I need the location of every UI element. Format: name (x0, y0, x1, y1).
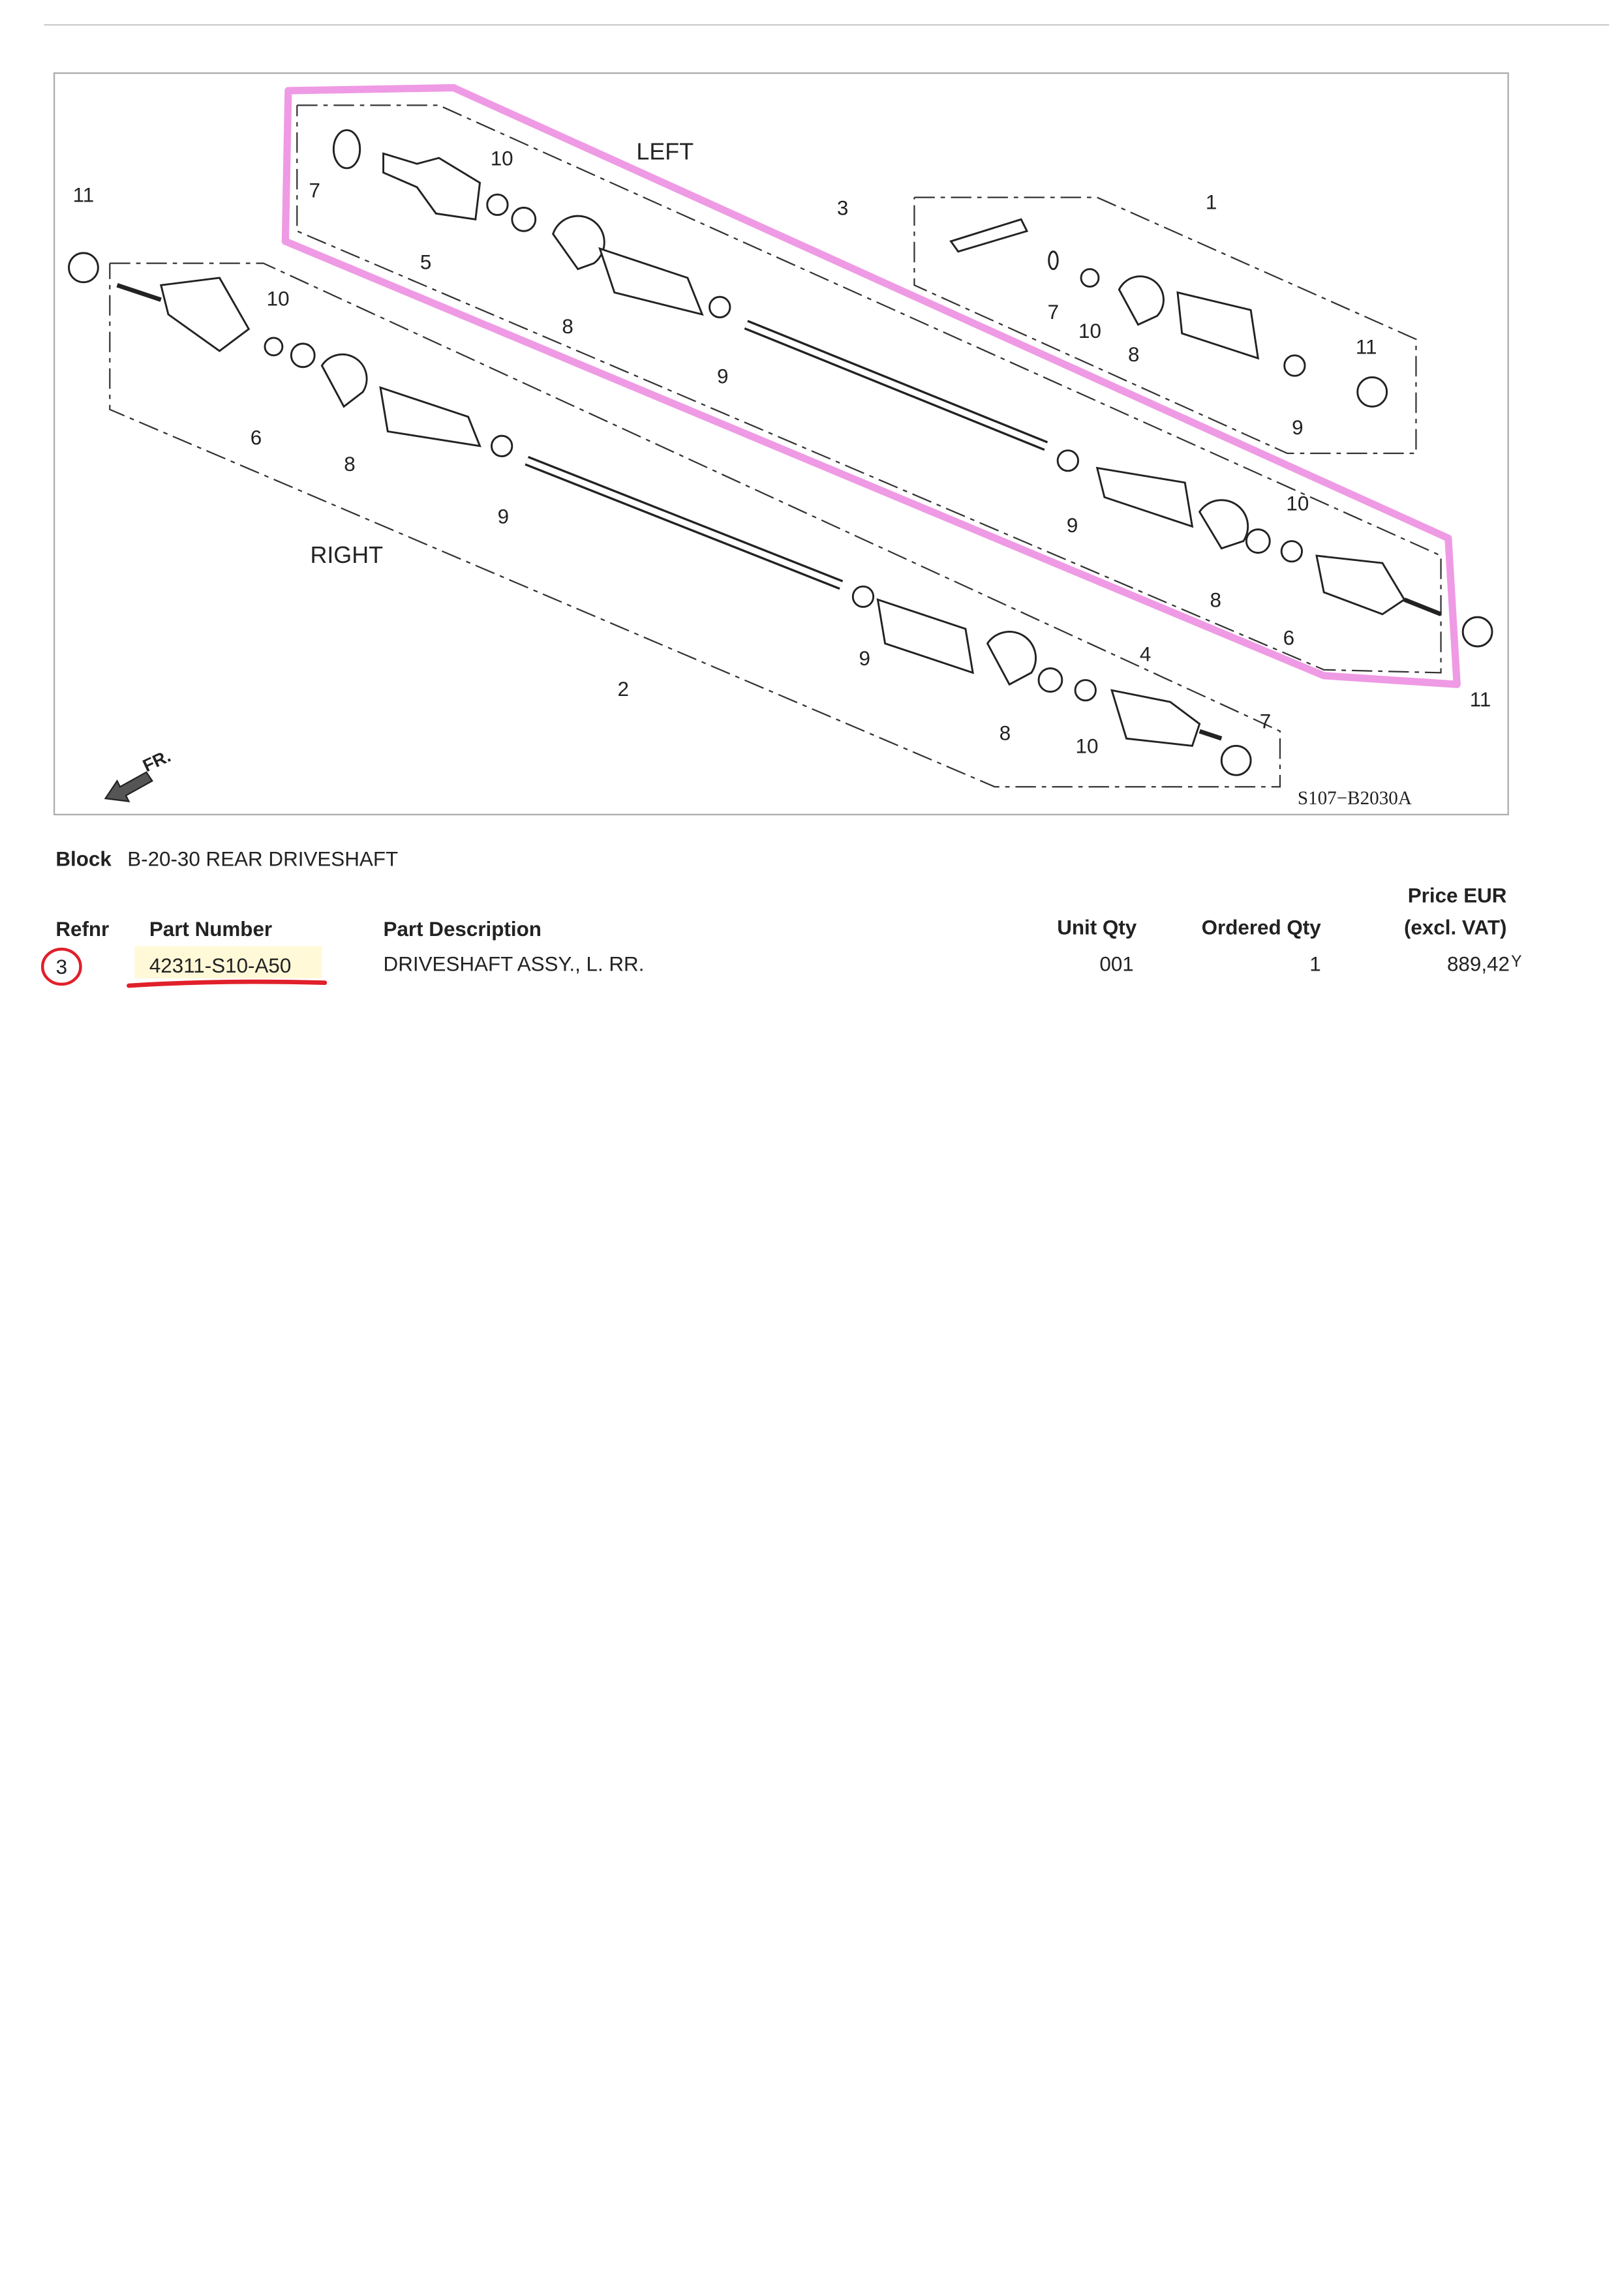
callout-2: 2 (618, 678, 629, 701)
label-left: LEFT (636, 138, 694, 164)
callout-10: 10 (1076, 735, 1099, 758)
callout-8: 8 (344, 453, 355, 476)
cell-unit-qty: 001 (1099, 953, 1133, 976)
right-group-box (109, 262, 1281, 788)
table-row: 3 42311-S10-A50 DRIVESHAFT ASSY., L. RR.… (40, 946, 1522, 988)
front-arrow: FR. (104, 746, 174, 803)
callout-6: 6 (251, 427, 262, 449)
callout-8: 8 (1000, 721, 1011, 744)
parts-table: Price EUR Refnr Part Number Part Descrip… (40, 884, 1522, 988)
front-label: FR. (140, 746, 174, 776)
callout-11: 11 (1356, 336, 1377, 359)
callout-8: 8 (1128, 343, 1139, 366)
right-driveshaft (68, 252, 1252, 776)
cell-refnr: 3 (56, 956, 67, 978)
callout-10: 10 (491, 147, 513, 170)
boot-kit (949, 218, 1388, 408)
callout-4: 4 (1140, 642, 1151, 665)
callout-8: 8 (1210, 588, 1221, 611)
callout-5: 5 (420, 251, 431, 274)
callout-8: 8 (562, 315, 573, 338)
callout-1: 1 (1206, 191, 1217, 214)
cell-part-description: DRIVESHAFT ASSY., L. RR. (384, 953, 645, 976)
cell-part-number: 42311-S10-A50 (149, 954, 291, 977)
callout-9: 9 (1292, 416, 1303, 439)
callout-7: 7 (309, 179, 320, 202)
refnr-circle-mark (40, 947, 82, 986)
left-driveshaft (332, 129, 1493, 648)
block-title: Block B-20-30 REAR DRIVESHAFT (55, 847, 398, 870)
left-group-box (296, 104, 1442, 674)
header-part-number: Part Number (149, 918, 272, 941)
highlighter-mark (134, 946, 322, 978)
callout-11: 11 (1470, 688, 1491, 711)
callout-11: 11 (73, 183, 95, 206)
callout-9: 9 (859, 647, 870, 670)
callout-6: 6 (1283, 627, 1294, 650)
callout-9: 9 (717, 365, 728, 387)
header-part-description: Part Description (384, 918, 542, 941)
header-price-line2: (excl. VAT) (1404, 916, 1507, 939)
callout-10: 10 (267, 288, 290, 310)
callout-10: 10 (1078, 320, 1101, 342)
callout-7: 7 (1260, 710, 1271, 733)
underline-mark (127, 979, 328, 988)
callout-10: 10 (1286, 492, 1309, 515)
cell-ordered-qty: 1 (1309, 953, 1320, 976)
highlight-outline (281, 83, 1461, 688)
callout-numbers: 11 7 5 10 3 1 10 6 8 9 7 10 8 11 9 8 9 9 10 8 6 11 2 9 4 8 10 7 (73, 147, 1491, 757)
header-unit-qty: Unit Qty (1057, 916, 1137, 939)
header-refnr: Refnr (55, 918, 109, 941)
parts-diagram: 11 7 5 10 3 1 10 6 8 9 7 10 8 11 9 8 9 9 10 8 6 11 2 9 4 8 10 7 LEF… (53, 72, 1509, 815)
figure-code: S107−B2030A (1298, 788, 1412, 809)
block-label: Block (55, 847, 112, 870)
callout-3: 3 (837, 197, 848, 220)
callout-9: 9 (1067, 514, 1078, 537)
header-price-line1: Price EUR (1408, 884, 1507, 907)
diagram-frame (53, 72, 1509, 815)
label-right: RIGHT (310, 542, 383, 568)
front-arrow-icon (104, 771, 153, 803)
kit-group-box (913, 196, 1417, 455)
callout-7: 7 (1048, 301, 1059, 324)
price-mark: Y (1511, 953, 1521, 971)
block-value: B-20-30 REAR DRIVESHAFT (127, 847, 398, 870)
callout-9: 9 (498, 506, 509, 528)
header-ordered-qty: Ordered Qty (1202, 916, 1322, 939)
cell-price: 889,42 (1447, 953, 1510, 976)
